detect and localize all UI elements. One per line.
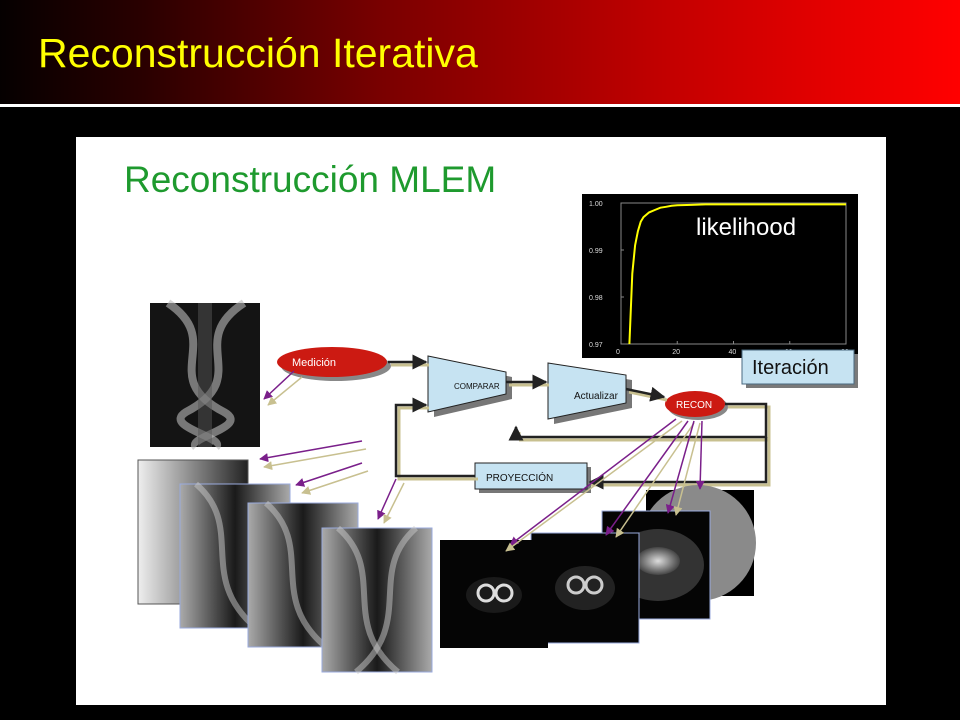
projection-arrows xyxy=(259,370,705,552)
x-tick-label: 40 xyxy=(729,349,737,356)
likelihood-plot: 0204060801.000.990.980.97 likelihood Ite… xyxy=(582,194,858,388)
medicion-node: Medición xyxy=(277,347,391,381)
slide-title: Reconstrucción Iterativa xyxy=(38,30,478,76)
x-tick-label: 0 xyxy=(616,349,620,356)
comparar-label: COMPARAR xyxy=(454,382,500,391)
likelihood-label: likelihood xyxy=(696,214,796,241)
iteracion-box xyxy=(741,349,855,385)
iteracion-label: Iteración xyxy=(752,357,829,379)
medicion-label: Medición xyxy=(292,357,336,369)
projection-stack xyxy=(137,459,433,675)
y-tick-label: 1.00 xyxy=(589,201,603,208)
y-tick-label: 0.97 xyxy=(589,342,603,349)
likelihood-curve xyxy=(628,203,846,345)
comparar-node: COMPARAR xyxy=(427,355,512,417)
content-panel: 0204060801.000.990.980.97 likelihood Ite… xyxy=(76,137,886,705)
plot-background xyxy=(582,194,858,358)
actualizar-label: Actualizar xyxy=(574,391,619,402)
recon-node: RECON xyxy=(665,391,728,420)
proyeccion-label: PROYECCIÓN xyxy=(486,471,553,484)
panel-title: Reconstrucción MLEM xyxy=(124,159,497,200)
flow-lines xyxy=(388,354,771,490)
recon-label: RECON xyxy=(676,400,712,411)
y-tick-label: 0.98 xyxy=(589,295,603,302)
actualizar-node: Actualizar xyxy=(547,362,632,424)
proyeccion-node: PROYECCIÓN xyxy=(474,462,591,493)
measured-sinogram xyxy=(150,299,260,450)
mlem-diagram: 0204060801.000.990.980.97 likelihood Ite… xyxy=(137,194,858,675)
reconstruction-stack xyxy=(440,485,756,648)
y-tick-label: 0.99 xyxy=(589,248,603,255)
x-tick-label: 20 xyxy=(672,349,680,356)
title-bar: Reconstrucción Iterativa xyxy=(0,0,960,107)
